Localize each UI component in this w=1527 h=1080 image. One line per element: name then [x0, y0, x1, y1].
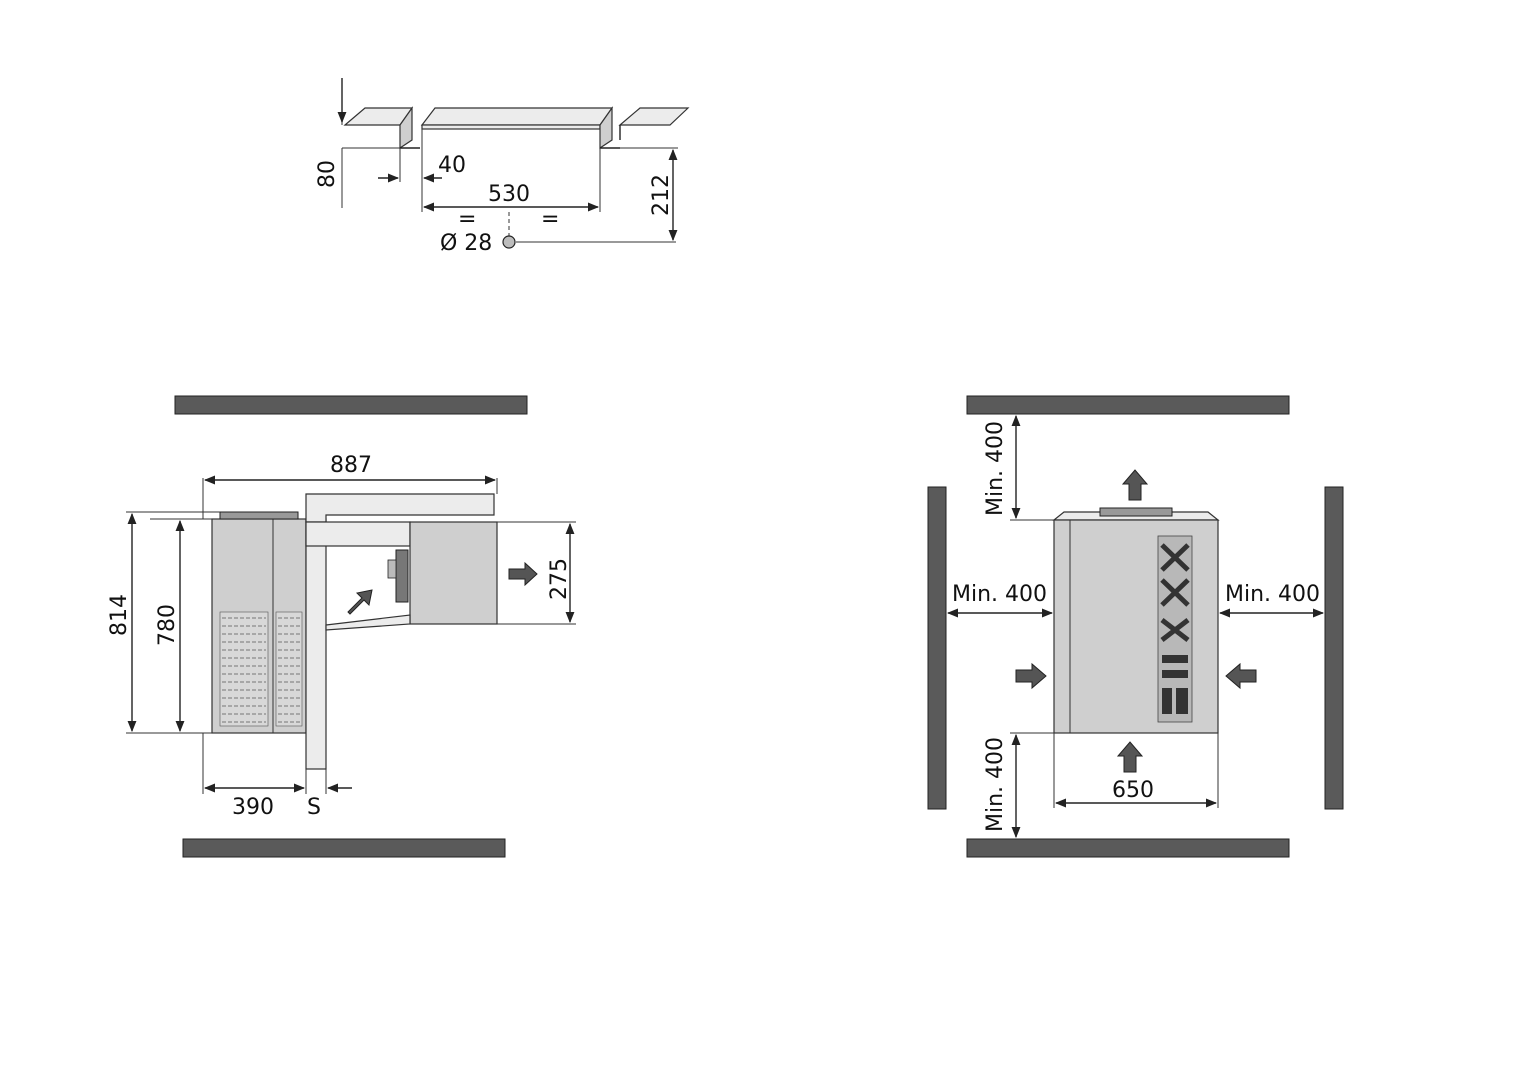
- dim-275-label: 275: [547, 558, 572, 600]
- dim-530-label: 530: [488, 182, 530, 207]
- side-view: 887 814 780 275 390 S: [107, 395, 576, 858]
- airflow-out-arrow-icon: [508, 561, 538, 587]
- wall-top: [174, 395, 528, 415]
- wall-bottom: [182, 838, 506, 858]
- dim-80-label: 80: [315, 160, 340, 188]
- dim-212-label: 212: [649, 174, 674, 216]
- airflow-bottom-in-arrow-icon: [1116, 741, 1144, 773]
- channel-right: [599, 106, 613, 150]
- clearance-bottom-label: Min. 400: [983, 737, 1008, 832]
- dim-780-label: 780: [155, 604, 180, 646]
- dim-40-label: 40: [438, 153, 466, 178]
- clearance-top-label: Min. 400: [983, 421, 1008, 516]
- clearance-left-label: Min. 400: [952, 582, 1047, 607]
- drain-pipe-icon: [502, 235, 516, 249]
- channel-left: [399, 106, 413, 150]
- grille-icon: [219, 611, 303, 727]
- unit-top-block: [420, 107, 614, 126]
- unit-top-front: [421, 124, 601, 130]
- dim-s-label: S: [307, 795, 321, 820]
- front-view: Min. 400 Min. 400 Min. 400 Min. 400 650: [927, 395, 1344, 858]
- top-view: 80 40 530 = = Ø 28 212: [315, 78, 690, 256]
- wall-left-front: [927, 486, 947, 810]
- evaporator-fan-icon: [395, 549, 409, 603]
- dim-887-label: 887: [330, 453, 372, 478]
- width-650-label: 650: [1112, 778, 1154, 803]
- unit-top-cap: [219, 511, 299, 520]
- control-panel-icon: [1157, 535, 1193, 723]
- wall-section: [305, 518, 327, 770]
- unit-front-body: [1053, 519, 1219, 734]
- clearance-right-label: Min. 400: [1225, 582, 1320, 607]
- evaporator-box: [409, 521, 498, 625]
- ceiling-plate-right: [618, 107, 690, 126]
- equal-mark-right: =: [541, 207, 559, 232]
- airflow-left-in-arrow-icon: [1015, 662, 1047, 690]
- equal-mark-left: =: [458, 207, 476, 232]
- evaporator-underside: [325, 614, 411, 631]
- wall-right-front: [1324, 486, 1344, 810]
- top-duct: [305, 493, 495, 523]
- unit-front-top-cap: [1099, 507, 1173, 517]
- airflow-right-in-arrow-icon: [1225, 662, 1257, 690]
- wall-top-front: [966, 395, 1290, 415]
- dim-814-label: 814: [107, 594, 132, 636]
- airflow-up-arrow-icon: [1121, 469, 1149, 501]
- dim-390-label: 390: [232, 795, 274, 820]
- pipe-diameter-label: Ø 28: [440, 231, 492, 256]
- airflow-in-arrow-icon: [347, 589, 373, 615]
- wall-bottom-front: [966, 838, 1290, 858]
